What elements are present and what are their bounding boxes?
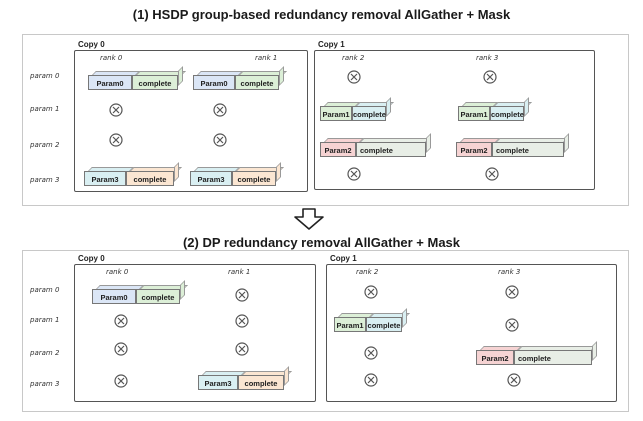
top-rank3-label: rank 3 — [476, 54, 499, 62]
block-complete-label: complete — [360, 146, 393, 155]
block-complete-label: complete — [138, 79, 172, 88]
bottom-copy1-label: Copy 1 — [330, 254, 357, 263]
bottom-param0-label: param 0 — [30, 286, 60, 294]
circled-x-icon — [235, 314, 249, 328]
bottom-rank3-label: rank 3 — [498, 268, 521, 276]
circled-x-icon — [364, 346, 378, 360]
bottom-rank2-label: rank 2 — [356, 268, 379, 276]
circled-x-icon — [483, 70, 497, 84]
block-complete-label: complete — [240, 79, 274, 88]
circled-x-icon — [505, 318, 519, 332]
block-complete-label: complete — [496, 146, 529, 155]
bottom-rank1-label: rank 1 — [228, 268, 251, 276]
bottom-copy0-label: Copy 0 — [78, 254, 105, 263]
block-param-label: Param0 — [96, 79, 124, 88]
block-complete-label: complete — [237, 175, 271, 184]
block-param-label: Param0 — [100, 293, 128, 302]
circled-x-icon — [109, 133, 123, 147]
top-rank2-label: rank 2 — [342, 54, 365, 62]
block-param-label: Param3 — [197, 175, 225, 184]
circled-x-icon — [114, 342, 128, 356]
block-complete-label: complete — [244, 379, 278, 388]
top-rank0-label: rank 0 — [100, 54, 123, 62]
block-param-label: Param1 — [336, 321, 364, 330]
circled-x-icon — [364, 373, 378, 387]
bottom-param3-label: param 3 — [30, 380, 60, 388]
circled-x-icon — [505, 285, 519, 299]
block-param-label: Param2 — [324, 146, 352, 155]
top-param2-label: param 2 — [30, 141, 60, 149]
block-param-label: Param1 — [322, 110, 350, 119]
circled-x-icon — [507, 373, 521, 387]
block-param-label: Param2 — [481, 354, 509, 363]
block-complete-label: complete — [491, 110, 524, 119]
block-complete-label: complete — [353, 110, 386, 119]
block-param-label: Param2 — [460, 146, 488, 155]
circled-x-icon — [235, 342, 249, 356]
circled-x-icon — [213, 133, 227, 147]
circled-x-icon — [364, 285, 378, 299]
block-param-label: Param0 — [200, 79, 228, 88]
bottom-param1-label: param 1 — [30, 316, 60, 324]
circled-x-icon — [114, 314, 128, 328]
top-copy1-label: Copy 1 — [318, 40, 345, 49]
circled-x-icon — [235, 288, 249, 302]
block-param-label: Param1 — [460, 110, 488, 119]
circled-x-icon — [109, 103, 123, 117]
bottom-title: (2) DP redundancy removal AllGather + Ma… — [182, 235, 461, 250]
block-param-label: Param3 — [204, 379, 232, 388]
block-complete-label: complete — [518, 354, 551, 363]
top-title: (1) HSDP group-based redundancy removal … — [132, 7, 511, 22]
top-copy0-label: Copy 0 — [78, 40, 105, 49]
circled-x-icon — [347, 167, 361, 181]
top-param0-label: param 0 — [30, 72, 60, 80]
top-param1-label: param 1 — [30, 105, 60, 113]
block-complete-label: complete — [133, 175, 167, 184]
block-complete-label: complete — [141, 293, 175, 302]
bottom-rank0-label: rank 0 — [106, 268, 129, 276]
bottom-param2-label: param 2 — [30, 349, 60, 357]
top-rank1-label: rank 1 — [255, 54, 278, 62]
top-param3-label: param 3 — [30, 176, 60, 184]
block-param-label: Param3 — [91, 175, 119, 184]
circled-x-icon — [213, 103, 227, 117]
down-arrow-icon — [294, 208, 324, 230]
circled-x-icon — [114, 374, 128, 388]
circled-x-icon — [485, 167, 499, 181]
block-complete-label: complete — [367, 321, 401, 330]
circled-x-icon — [347, 70, 361, 84]
